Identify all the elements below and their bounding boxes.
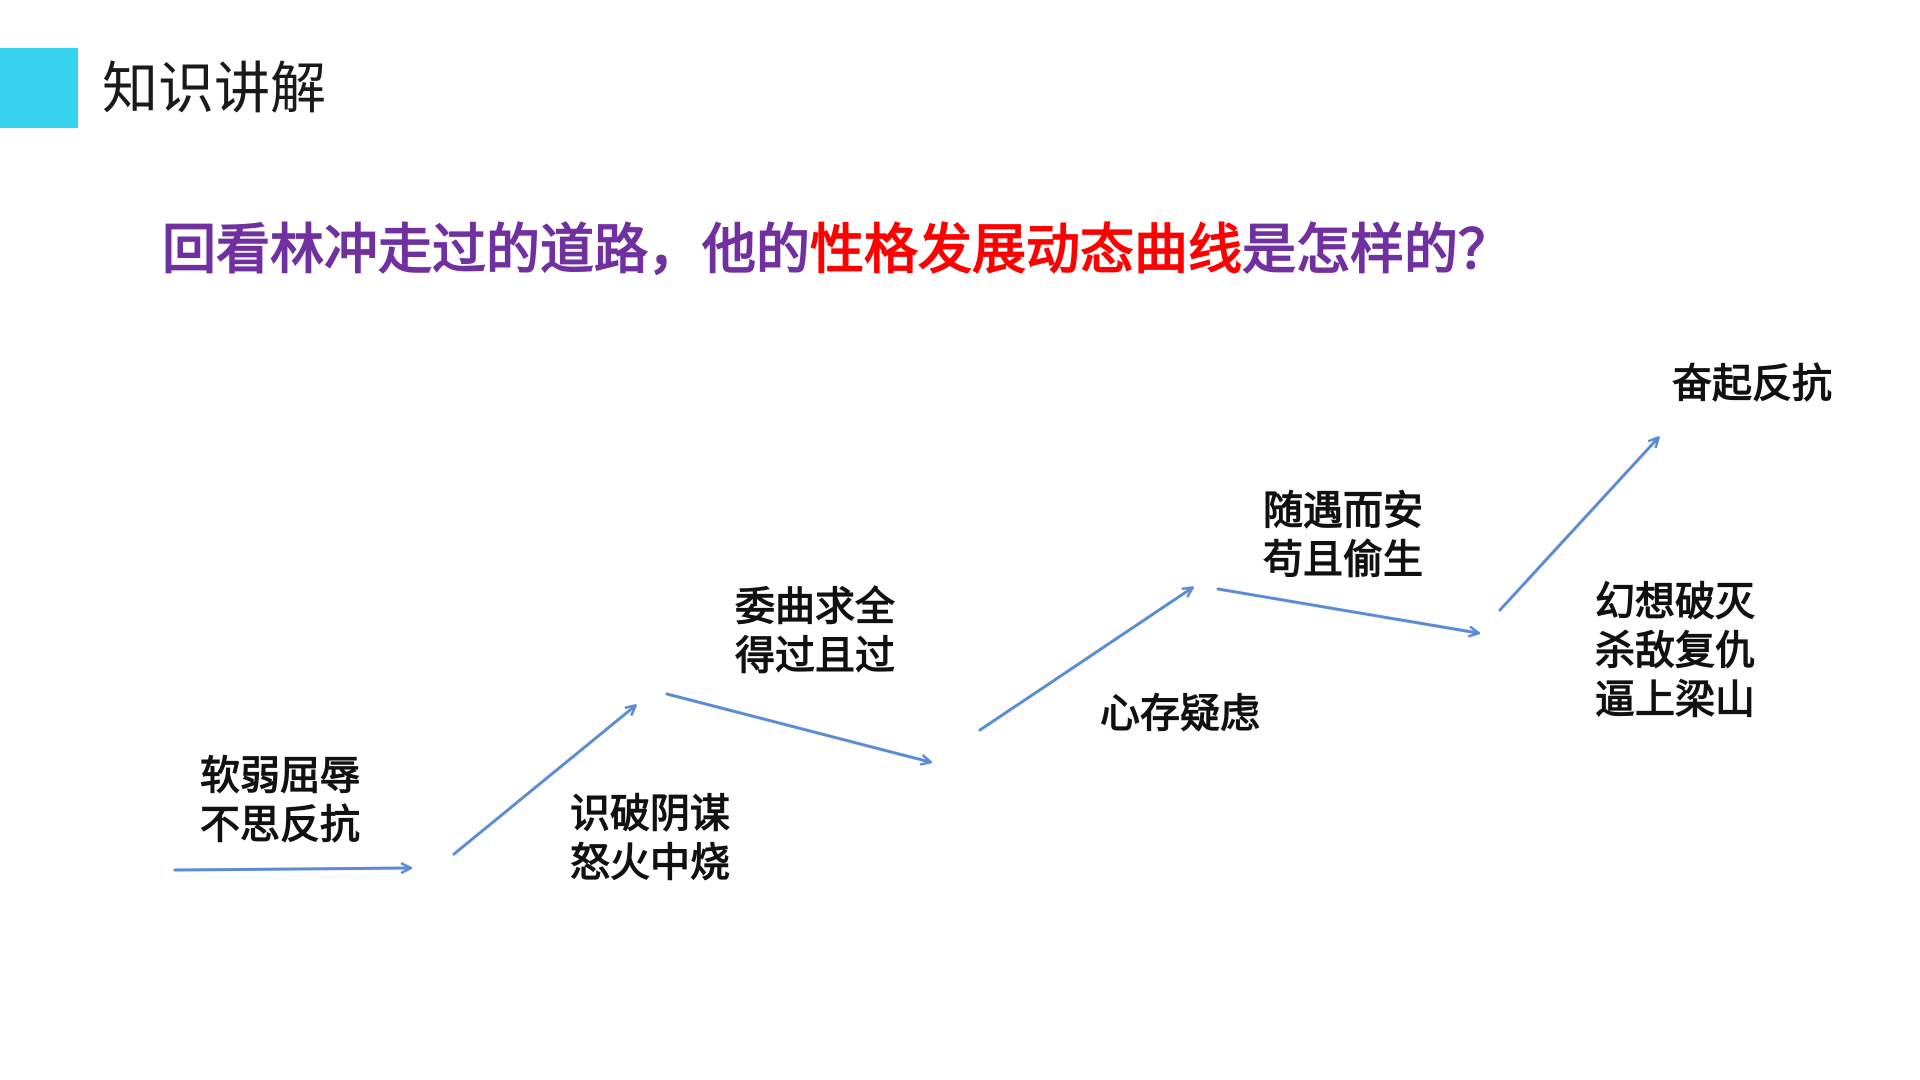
stage-line: 心存疑虑 xyxy=(1100,691,1260,737)
stage-label-4: 心存疑虑 xyxy=(1100,690,1260,739)
stage-line: 委曲求全 xyxy=(735,584,895,630)
stage-label-1: 软弱屈辱 不思反抗 xyxy=(200,752,360,850)
question-highlight: 性格发展动态曲线 xyxy=(810,218,1242,281)
stage-label-7: 奋起反抗 xyxy=(1672,360,1832,409)
stage-line: 识破阴谋 xyxy=(570,791,730,837)
stage-label-6: 幻想破灭 杀敌复仇 逼上梁山 xyxy=(1595,578,1755,725)
stage-line: 不思反抗 xyxy=(200,802,360,848)
stage-line: 得过且过 xyxy=(735,633,895,679)
question-text: 回看林冲走过的道路，他的性格发展动态曲线是怎样的？ xyxy=(162,210,1512,290)
arrow-5 xyxy=(1216,587,1478,633)
stage-label-3: 委曲求全 得过且过 xyxy=(735,583,895,681)
arrow-4 xyxy=(978,588,1192,732)
arrow-6 xyxy=(1498,438,1658,612)
stage-line: 随遇而安 xyxy=(1263,488,1423,534)
stage-label-5: 随遇而安 苟且偷生 xyxy=(1263,487,1423,585)
stage-line: 逼上梁山 xyxy=(1595,677,1755,723)
section-title: 知识讲解 xyxy=(102,57,326,122)
accent-block xyxy=(0,48,78,128)
stage-line: 奋起反抗 xyxy=(1672,361,1832,407)
stage-line: 软弱屈辱 xyxy=(200,753,360,799)
stage-line: 苟且偷生 xyxy=(1263,537,1423,583)
stage-line: 杀敌复仇 xyxy=(1595,628,1755,674)
question-after: 是怎样的？ xyxy=(1242,218,1512,281)
arrow-2 xyxy=(452,706,635,856)
stage-label-2: 识破阴谋 怒火中烧 xyxy=(570,790,730,888)
stage-line: 怒火中烧 xyxy=(570,840,730,886)
arrow-3 xyxy=(665,692,930,762)
arrow-1 xyxy=(173,868,410,870)
question-before: 回看林冲走过的道路，他的 xyxy=(162,218,810,281)
stage-line: 幻想破灭 xyxy=(1595,579,1755,625)
